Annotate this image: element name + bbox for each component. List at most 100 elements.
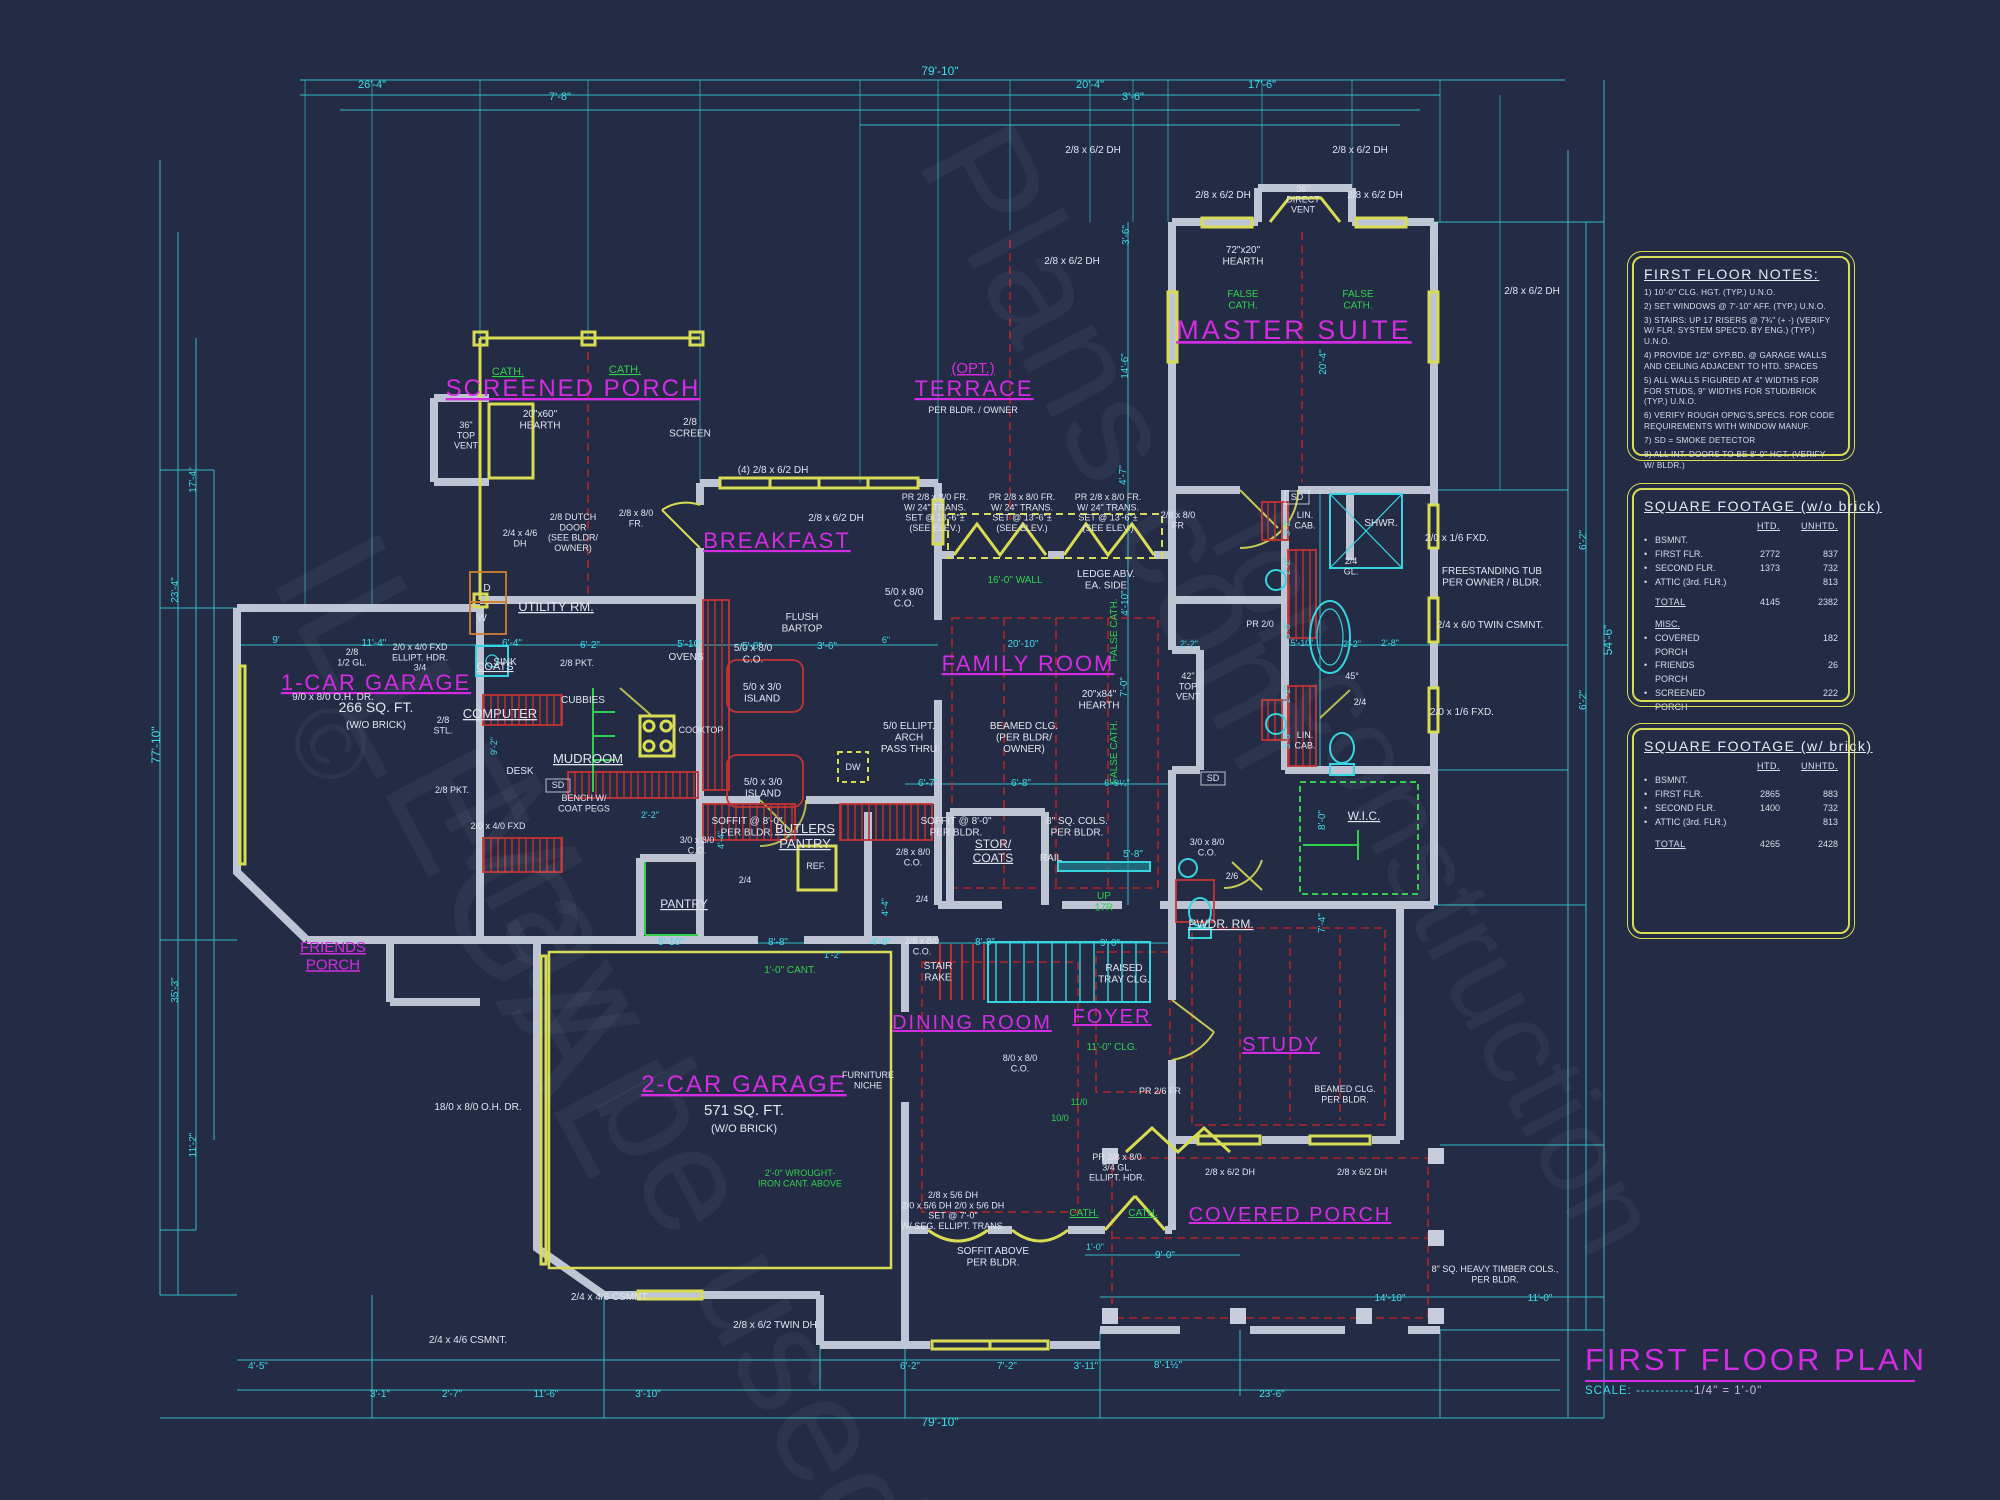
win-dh-breakfast: 2/8 x 6/2 DH [808,513,864,524]
label-study: STUDY [1242,1034,1320,1056]
dim: 23'-6" [1259,1389,1285,1400]
label-terrace-sub: PER BLDR. / OWNER [928,405,1018,415]
sq-row-label: BSMNT. [1655,774,1689,785]
total-htd: 4145 [1759,596,1780,607]
note-cubbies: CUBBIES [561,695,605,706]
label-breakfast: BREAKFAST [703,528,851,553]
door-pr-20: PR 2/0 [1246,619,1274,629]
note-cath-porch-1: CATH. [492,366,524,378]
note-soffit-2: SOFFIT @ 8'-0"PER BLDR. [712,816,783,839]
dim: 2'-2" [1343,639,1361,649]
dim: 2'-2" [1282,557,1292,575]
dim: 4'-4" [716,831,726,849]
note-lin-cab-2: LIN.CAB. [1294,730,1315,750]
sq-row-label: ATTIC (3rd. FLR.) [1655,576,1727,587]
sqft-panel-w-brick: SQUARE FOOTAGE (w/ brick) HTD. UNHTD. •B… [1627,723,1871,939]
sq-row-label: SECOND FLR. [1655,562,1716,573]
label-pwdr-rm: PWDR. RM. [1188,917,1253,931]
total-unhtd: 2428 [1817,838,1838,849]
green-builtins [592,688,1419,936]
dim: 4'-7" [1118,465,1129,485]
label-1car-brick: (W/O BRICK) [346,720,406,731]
total-htd: 4265 [1759,838,1780,849]
note-11-clg: 11'-0" CLG. [1087,1042,1138,1053]
dim: 14'-10" [1374,1293,1405,1304]
note-false-cath-3: FALSE CATH. [1109,598,1120,661]
note-hearth-master: 72"x20"HEARTH [1223,245,1264,268]
note-soffit-1: SOFFIT @ 8'-0"PER BLDR. [921,816,992,839]
dim: 4'-4" [880,898,890,916]
label-screened-porch: SCREENED PORCH [446,375,701,402]
col-htd: HTD. [1757,761,1780,771]
dim: 4'-10" [1120,590,1131,616]
dim: 1'-0" [1086,1242,1104,1252]
note-rail: RAIL [1040,853,1063,864]
label-master-suite: MASTER SUITE [1176,315,1412,345]
door-pr-fr-1: PR 2/8 x 8/0 FR.W/ 24" TRANS.SET @ 13'-6… [902,492,969,533]
note-bench: BENCH W/COAT PEGS [558,793,610,813]
note-item: 2) SET WINDOWS @ 7'-10" AFF. (TYP.) U.N.… [1644,301,1826,311]
note-cath-cp-1: CATH. [1069,1208,1098,1219]
dim: 3'-6" [1121,225,1132,245]
dim: 5'-0" [742,641,762,652]
door-pr-fr-3: PR 2/8 x 8/0 FR.W/ 24" TRANS.SET @ 13'-6… [1075,492,1142,533]
label-family-room: FAMILY ROOM [942,651,1115,676]
dim: 8'-0" [1317,810,1328,830]
note-sd-2: SD [1291,492,1304,502]
door-24-1: 2/4 [739,875,752,885]
label-foyer: FOYER [1073,1006,1152,1028]
note-item: 1) 10'-0" CLG. HGT. (TYP.) U.N.O. [1644,288,1776,297]
dim: 6'-7" [918,778,938,789]
note-timber-cols: 8" SQ. HEAVY TIMBER COLS.,PER BLDR. [1432,1264,1559,1284]
label-dining-room: DINING ROOM [892,1012,1052,1034]
note-item: 3) STAIRS: UP 17 RISERS @ 7¾" (+ -) (VER… [1644,315,1831,347]
note-wrought-iron: 2'-0" WROUGHT-IRON CANT. ABOVE [758,1168,842,1188]
label-wic: W.I.C. [1348,809,1381,823]
dim: 7'-2" [997,1361,1017,1372]
dim: 3'-11" [1074,1361,1099,1372]
smoke-detector-boxes [545,490,1310,793]
door-24-3: 2/4 [1354,697,1367,707]
col-unhtd: UNHTD. [1801,521,1838,531]
note-16-wall: 16'-0" WALL [987,575,1043,586]
dim: 3'-1" [370,1389,390,1400]
win-dh-top-2: 2/8 x 6/2 DH [1332,145,1388,156]
dim: 35'-3" [170,977,181,1003]
note-45: 45° [1345,671,1359,681]
dim: 20'-4" [1318,349,1329,375]
win-dh-master-side: 2/8 x 6/2 DH [1044,256,1100,267]
porch-posts [1102,1148,1444,1324]
note-dw: DW [846,762,861,772]
scale-value: 1/4" = 1'-0" [1694,1385,1763,1397]
dim: 14'-6" [1120,353,1131,379]
label-mudroom: MUDROOM [553,751,623,766]
label-computer: COMPUTER [463,706,537,721]
label-covered-porch: COVERED PORCH [1189,1204,1392,1226]
sq-row-label: BSMNT. [1655,534,1689,545]
note-desk: DESK [506,766,534,777]
note-cooktop: COOKTOP [679,725,724,735]
door-26: 2/6 [1226,871,1239,881]
dim: 2'-2" [641,810,659,820]
dim: 5'-10" [658,937,684,948]
dim: 26'-4" [358,79,386,91]
label-opt: (OPT.) [951,360,994,377]
dim: 11'-2" [188,1132,199,1157]
note-ovens: OVENS [668,652,703,663]
dim: 6'-4" [502,638,522,649]
win-csmnt-left: 2/4 x 4/6 CSMNT. [429,1335,507,1346]
